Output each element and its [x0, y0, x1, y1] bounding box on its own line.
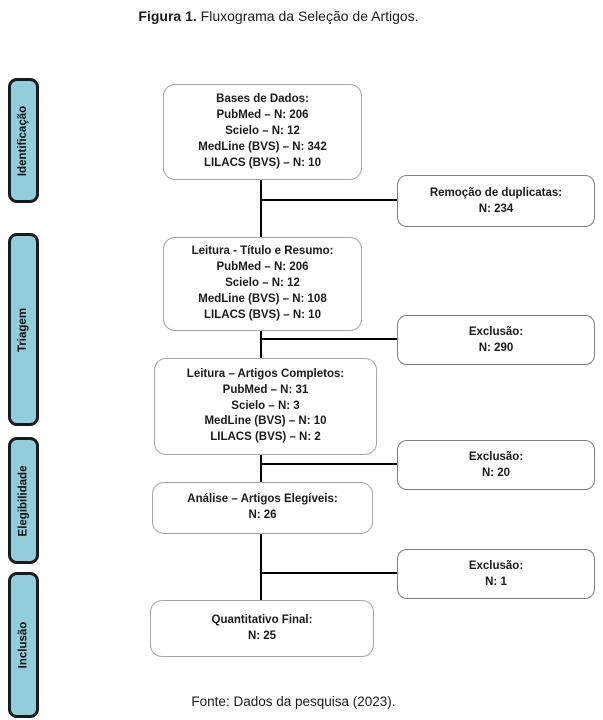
side-box-line: N: 290	[478, 342, 514, 354]
connector-vertical-3	[260, 453, 262, 482]
flow-box-line: Leitura – Artigos Completos:	[186, 367, 345, 380]
stage-triagem: Triagem	[8, 233, 39, 426]
side-box-line: Remoção de duplicatas:	[429, 186, 563, 199]
flow-box-line: PubMed – N: 206	[216, 109, 309, 122]
side-box-line: Exclusão:	[468, 325, 524, 338]
flow-box-line: N: 25	[247, 629, 277, 642]
flow-box-line: Quantitativo Final:	[211, 613, 313, 626]
side-box-line: Exclusão:	[468, 450, 524, 463]
stage-identificacao: Identificação	[8, 78, 39, 203]
stage-elegibilidade-label: Elegibilidade	[17, 465, 30, 536]
stage-identificacao-label: Identificação	[17, 105, 30, 176]
flow-box-line: LILACS (BVS) – N: 10	[204, 156, 321, 169]
flow-box-title-abstract: Leitura - Título e Resumo: PubMed – N: 2…	[163, 237, 362, 331]
flow-box-line: MedLine (BVS) – N: 342	[198, 140, 327, 153]
side-box-line: N: 1	[485, 576, 507, 588]
flow-box-line: LILACS (BVS) – N: 10	[204, 308, 321, 321]
flow-box-eligible-analysis: Análise – Artigos Elegíveis: N: 26	[152, 482, 373, 534]
flow-box-line: Scielo – N: 12	[225, 277, 300, 290]
stage-triagem-label: Triagem	[17, 307, 30, 352]
side-box-exclusion-20: Exclusão: N: 20	[397, 440, 595, 490]
figure-title-number: Figura 1.	[138, 8, 197, 24]
flow-box-line: Scielo – N: 12	[225, 125, 300, 138]
flow-box-line: Leitura - Título e Resumo:	[191, 245, 334, 258]
side-box-exclusion-290: Exclusão: N: 290	[397, 315, 595, 365]
connector-vertical-2	[260, 329, 262, 358]
flow-box-line: LILACS (BVS) – N: 2	[210, 431, 321, 444]
side-box-line: N: 234	[478, 203, 514, 215]
stage-elegibilidade: Elegibilidade	[8, 437, 39, 564]
side-box-line: Exclusão:	[468, 559, 524, 572]
connector-branch-duplicates	[261, 199, 397, 201]
flow-box-line: N: 26	[248, 509, 277, 521]
flow-box-line: Scielo – N: 3	[231, 399, 300, 412]
side-box-exclusion-1: Exclusão: N: 1	[397, 549, 595, 599]
flow-box-full-articles: Leitura – Artigos Completos: PubMed – N:…	[154, 358, 377, 455]
side-box-duplicate-removal: Remoção de duplicatas: N: 234	[397, 175, 595, 227]
figure-title: Figura 1. Fluxograma da Seleção de Artig…	[0, 8, 557, 24]
flow-box-final-count: Quantitativo Final: N: 25	[150, 600, 374, 657]
connector-vertical-1	[260, 178, 262, 237]
connector-branch-exclusion-20	[261, 463, 397, 465]
side-box-line: N: 20	[481, 467, 511, 479]
flow-box-line: MedLine (BVS) – N: 108	[198, 292, 327, 305]
stage-inclusao: Inclusão	[8, 572, 39, 718]
connector-branch-exclusion-290	[261, 338, 397, 340]
stage-inclusao-label: Inclusão	[17, 621, 30, 669]
connector-vertical-4	[260, 532, 262, 600]
connector-branch-exclusion-1	[261, 572, 397, 574]
flow-box-line: MedLine (BVS) – N: 10	[204, 415, 327, 428]
flow-box-line: Bases de Dados:	[216, 93, 309, 106]
figure-title-text: Fluxograma da Seleção de Artigos.	[196, 8, 419, 24]
flow-box-databases: Bases de Dados: PubMed – N: 206 Scielo –…	[163, 84, 362, 180]
figure-source-note: Fonte: Dados da pesquisa (2023).	[191, 694, 396, 709]
flow-box-line: PubMed – N: 31	[222, 383, 309, 396]
flow-box-line: PubMed – N: 206	[216, 261, 309, 274]
flow-box-line: Análise – Artigos Elegíveis:	[187, 493, 338, 506]
